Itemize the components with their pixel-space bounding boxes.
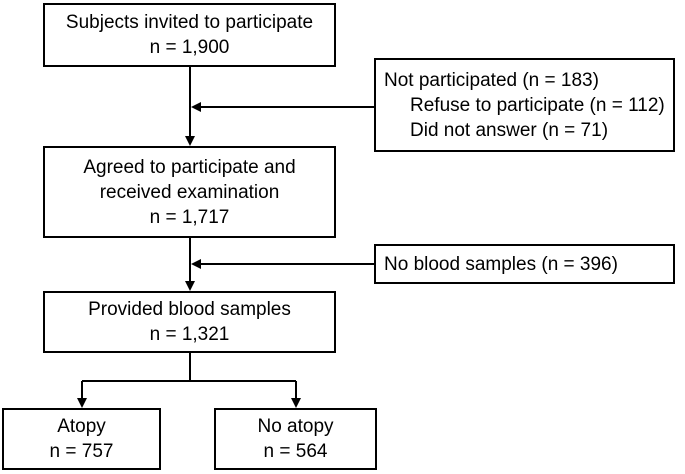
invited-count: n = 1,900 xyxy=(149,37,230,58)
no-atopy-count: n = 564 xyxy=(263,441,328,462)
not-participated-title: Not participated (n = 183) xyxy=(384,69,599,91)
refuse-count: Refuse to participate (n = 112) xyxy=(410,94,665,116)
agreed-count: n = 1,717 xyxy=(149,206,230,228)
atopy-title: Atopy xyxy=(57,416,106,437)
blood-title: Provided blood samples xyxy=(88,299,291,320)
no-blood-title: No blood samples (n = 396) xyxy=(384,253,618,275)
not-participated-box: Not participated (n = 183) Refuse to par… xyxy=(374,58,675,152)
atopy-count: n = 757 xyxy=(49,441,114,462)
invited-title: Subjects invited to participate xyxy=(65,12,314,33)
no-answer-count: Did not answer (n = 71) xyxy=(410,119,609,141)
blood-box: Provided blood samples n = 1,321 xyxy=(43,291,336,353)
no-atopy-title: No atopy xyxy=(257,416,334,437)
no-blood-box: No blood samples (n = 396) xyxy=(374,244,675,284)
agreed-line1: Agreed to participate and xyxy=(83,156,296,178)
invited-box: Subjects invited to participate n = 1,90… xyxy=(43,3,336,67)
no-atopy-box: No atopy n = 564 xyxy=(214,408,377,470)
agreed-line2: received examination xyxy=(99,181,280,203)
agreed-box: Agreed to participate and received exami… xyxy=(43,146,336,238)
blood-count: n = 1,321 xyxy=(149,324,230,345)
atopy-box: Atopy n = 757 xyxy=(2,408,161,470)
